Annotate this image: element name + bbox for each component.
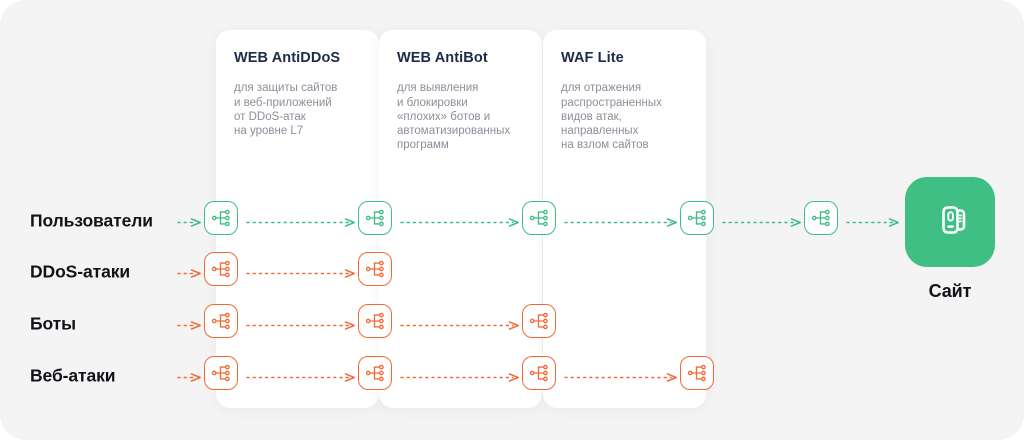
flow-node[interactable] [358,356,392,390]
network-node-icon [810,207,832,229]
flow-node[interactable] [358,252,392,286]
service-card-title: WEB AntiBot [397,50,488,66]
flow-node[interactable] [358,201,392,235]
flow-row: Веб-атаки [0,356,1024,396]
service-card[interactable]: WEB AntiBot для выявления и блокировки «п… [379,30,542,408]
network-node-icon [364,310,386,332]
service-card-description: для отражения распространенных видов ата… [561,82,662,152]
flow-node[interactable] [680,356,714,390]
network-node-icon [364,207,386,229]
flow-arrow [246,269,355,278]
flow-arrow [564,373,677,382]
network-node-icon [210,207,232,229]
service-card[interactable]: WAF Lite для отражения распространенных в… [543,30,706,408]
service-card-description: для выявления и блокировки «плохих» бото… [397,82,511,152]
flow-node[interactable] [804,201,838,235]
network-node-icon [528,310,550,332]
network-node-icon [528,362,550,384]
flow-node[interactable] [680,201,714,235]
flow-row-label: DDoS-атаки [30,261,131,282]
flow-arrow-to-site [846,218,899,227]
service-card-title: WEB AntiDDoS [234,50,341,66]
flow-row: Боты [0,304,1024,344]
service-card[interactable]: WEB AntiDDoS для защиты сайтов и веб-прил… [216,30,379,408]
flow-arrow [177,218,201,227]
flow-arrow [400,373,519,382]
network-node-icon [686,362,708,384]
network-node-icon [210,362,232,384]
flow-node[interactable] [204,201,238,235]
flow-arrow [400,218,519,227]
network-node-icon [528,207,550,229]
flow-node[interactable] [204,252,238,286]
flow-node[interactable] [204,304,238,338]
network-node-icon [210,258,232,280]
flow-node[interactable] [522,356,556,390]
flow-arrow [246,218,355,227]
flow-arrow [564,218,677,227]
site-tile [905,177,995,267]
site-label: Сайт [928,281,972,301]
flow-arrow [246,373,355,382]
flow-arrow [177,373,201,382]
flow-node[interactable] [204,356,238,390]
flow-row-label: Боты [30,313,76,334]
flow-arrow [177,321,201,330]
flow-row-label: Пользователи [30,210,153,231]
flow-row-label: Веб-атаки [30,365,116,386]
flow-arrow [177,269,201,278]
service-card-description: для защиты сайтов и веб-приложений от DD… [234,82,338,137]
flow-row: Пользователи [0,201,1024,241]
service-card-title: WAF Lite [561,50,624,66]
flow-row: DDoS-атаки [0,252,1024,292]
site-destination: Сайт [905,177,995,302]
network-node-icon [364,258,386,280]
flow-arrow [722,218,801,227]
flow-node[interactable] [522,201,556,235]
flow-arrow [246,321,355,330]
flow-node[interactable] [358,304,392,338]
flow-arrow [400,321,519,330]
network-node-icon [686,207,708,229]
flow-node[interactable] [522,304,556,338]
network-node-icon [364,362,386,384]
network-node-icon [210,310,232,332]
server-stack-icon [929,199,971,246]
